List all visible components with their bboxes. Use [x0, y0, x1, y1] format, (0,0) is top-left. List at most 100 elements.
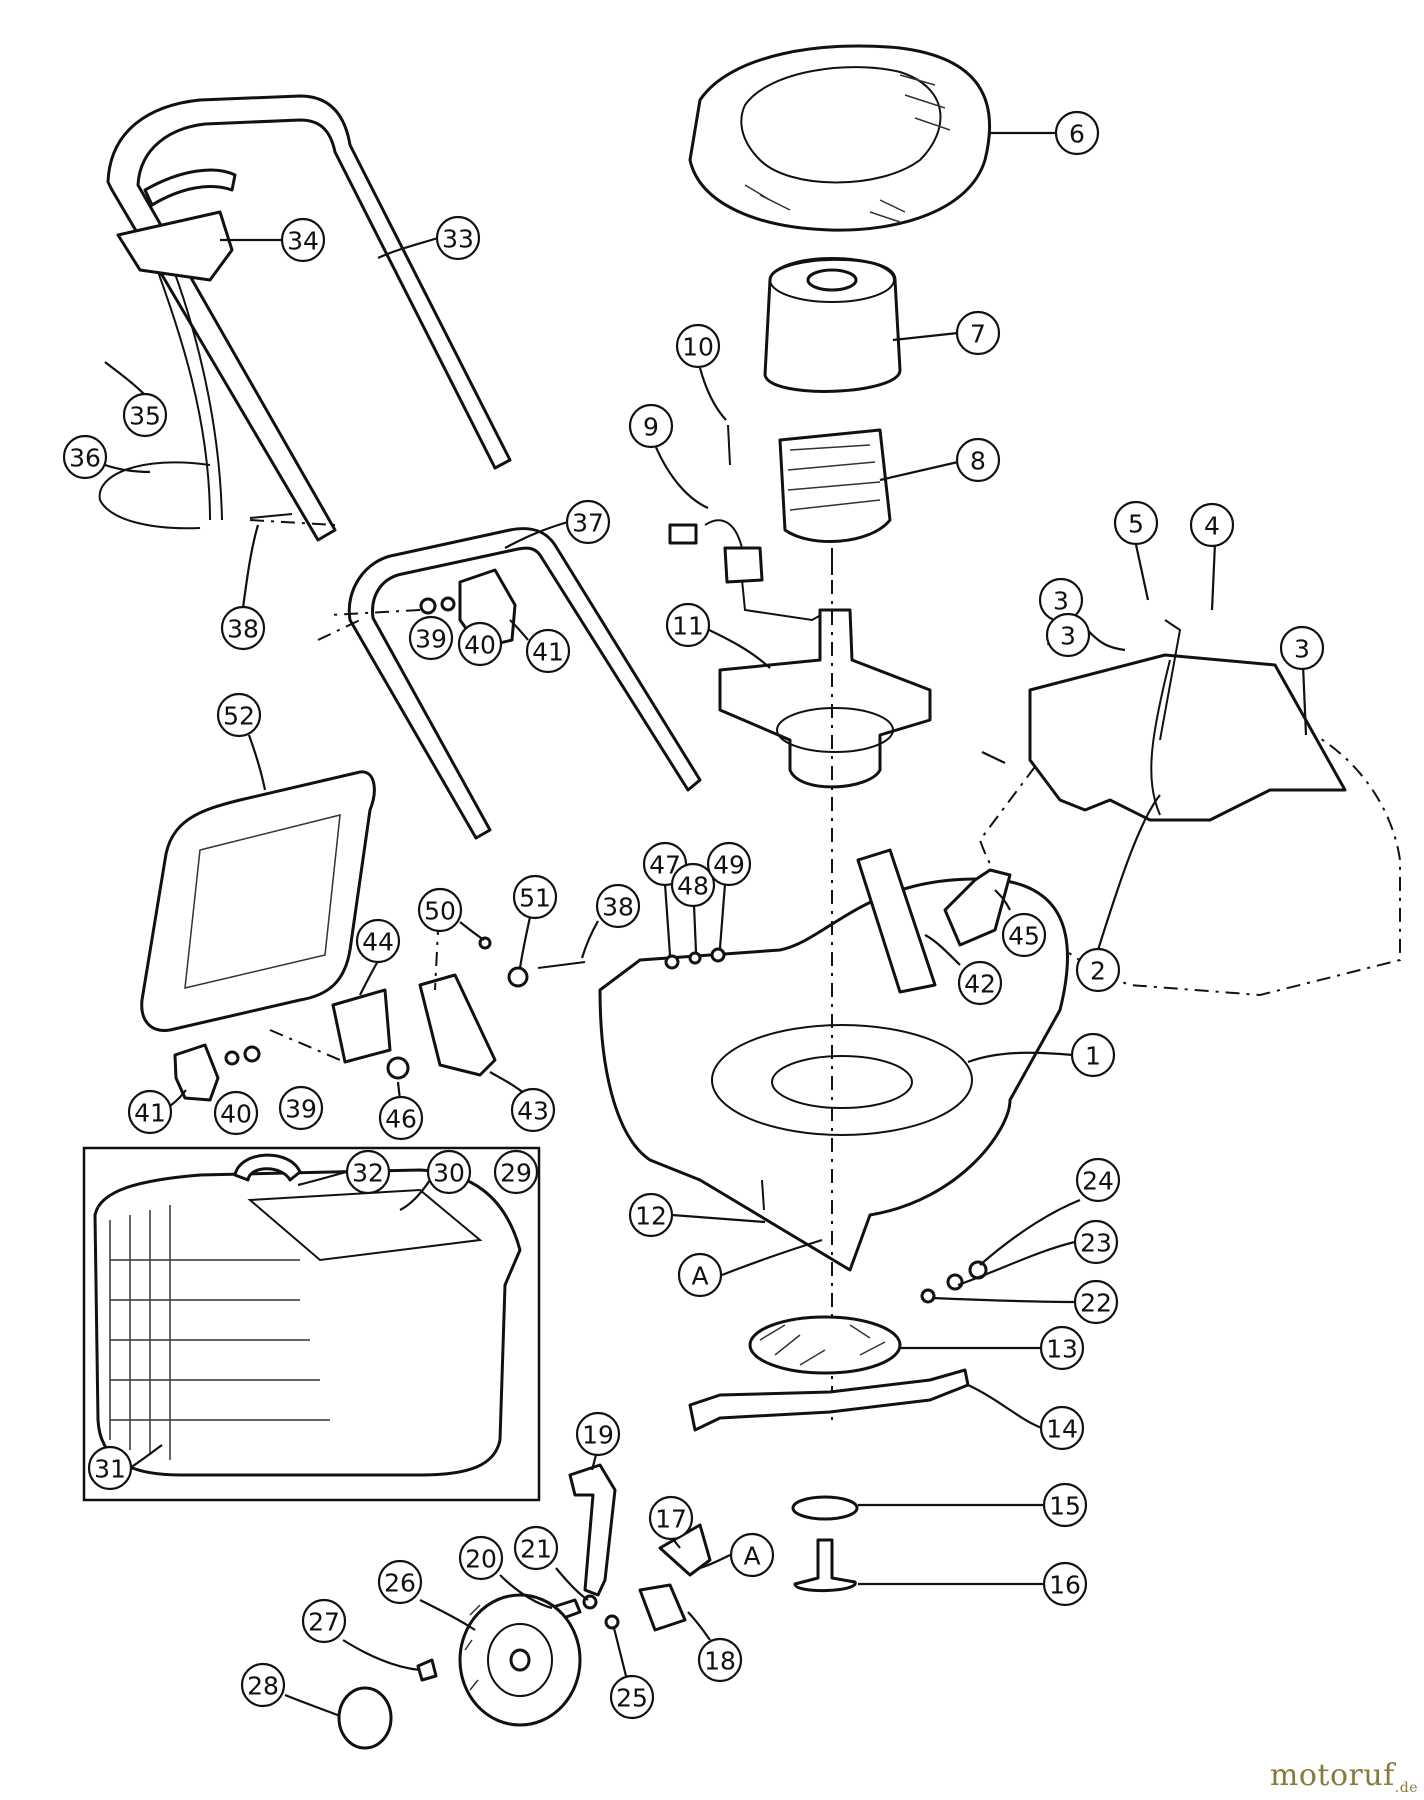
watermark-tld: .de: [1394, 1780, 1418, 1796]
grass-box-handle-part-32: [233, 1153, 302, 1182]
callout-number: 10: [682, 333, 714, 362]
callout-number: 26: [384, 1569, 416, 1598]
callout-circle: [1073, 1279, 1119, 1325]
callout-circle: [1073, 1219, 1119, 1265]
callout-21: 21: [513, 1525, 559, 1571]
leader-22: [931, 1296, 1076, 1304]
callout-circle: [525, 628, 571, 674]
callout-19: 19: [575, 1411, 621, 1457]
callout-circle: [1075, 1157, 1121, 1203]
callout-12: 12: [628, 1192, 674, 1238]
leader-14: [967, 1384, 1043, 1430]
callout-number: 45: [1008, 922, 1040, 951]
hub-cap-part-28: [337, 1686, 393, 1750]
callout-number: 15: [1049, 1492, 1081, 1521]
leader-3c: [1301, 664, 1308, 736]
callout-circle: [1075, 947, 1121, 993]
leader-32: [297, 1170, 347, 1187]
callout-circle: [697, 1637, 743, 1683]
adapter-part-15: [791, 1495, 859, 1521]
leader-47: [663, 883, 672, 956]
leader-21: [555, 1567, 589, 1601]
callout-number: 19: [582, 1421, 614, 1450]
leader-27: [342, 1639, 421, 1672]
callout-number: 28: [247, 1672, 279, 1701]
callout-circle: [426, 1149, 472, 1195]
callout-number: 5: [1128, 510, 1144, 539]
washer-part-39-lower: [243, 1045, 261, 1063]
callout-circle: [220, 605, 266, 651]
callout-circle: [458, 1535, 504, 1581]
callout-circle: [595, 883, 641, 929]
wheel-arm-part-19: [568, 1463, 617, 1597]
callout-10: 10: [675, 323, 721, 369]
callout-37: 37: [565, 499, 611, 545]
callout-number: 4: [1204, 512, 1220, 541]
callout-number: 40: [220, 1100, 252, 1129]
leader-51: [518, 916, 532, 969]
callout-circle: [1189, 502, 1235, 548]
callout-26: 26: [377, 1559, 423, 1605]
callout-30: 30: [426, 1149, 472, 1195]
callout-50: 50: [417, 887, 463, 933]
callout-number: 18: [704, 1647, 736, 1676]
callout-circle: [648, 1495, 694, 1541]
callout-number: 39: [415, 625, 447, 654]
leader-38a: [241, 524, 260, 609]
washer-part-48: [688, 951, 702, 965]
washer-part-39-upper: [419, 597, 437, 615]
callout-circle: [565, 499, 611, 545]
callout-35: 35: [122, 392, 168, 438]
leader-50: [459, 921, 485, 941]
callout-Aa: A: [677, 1252, 723, 1298]
callout-1: 1: [1070, 1032, 1116, 1078]
callout-7: 7: [955, 310, 1001, 356]
hood-vents: [744, 74, 951, 223]
leader-41b: [169, 1089, 187, 1107]
wheel-tread: [464, 1604, 481, 1691]
bolt-part-46: [386, 1056, 410, 1080]
callout-45: 45: [1001, 912, 1047, 958]
callout-circle: [1001, 912, 1047, 958]
callout-circle: [1070, 1032, 1116, 1078]
callout-circle: [628, 403, 674, 449]
motor-shell-top: [769, 257, 895, 303]
callout-number: 31: [94, 1455, 126, 1484]
callout-49: 49: [706, 841, 752, 887]
callout-circle: [278, 1085, 324, 1131]
callout-number: 20: [465, 1545, 497, 1574]
callout-33: 33: [435, 215, 481, 261]
callout-leader-lines: [104, 131, 1308, 1718]
callout-circle: [62, 434, 108, 480]
callout-27: 27: [301, 1598, 347, 1644]
callout-number: 38: [602, 893, 634, 922]
callout-41a: 41: [525, 628, 571, 674]
callout-circle: [1042, 1482, 1088, 1528]
callout-40b: 40: [213, 1090, 259, 1136]
callout-number: 14: [1046, 1415, 1078, 1444]
motor-shell-hole: [806, 268, 858, 292]
rear-flap-inner: [184, 814, 341, 989]
leader-5: [1133, 539, 1150, 601]
screw-part-16: [793, 1538, 857, 1592]
leader-26: [419, 1599, 476, 1631]
screw-part-12: [761, 1179, 765, 1211]
grass-box-mesh: [109, 1205, 330, 1460]
callout-number: 17: [655, 1505, 687, 1534]
callout-circle: [377, 1559, 423, 1605]
leader-10: [698, 367, 727, 421]
switch-lever: [143, 168, 237, 207]
callout-circle: [1045, 612, 1091, 658]
leader-41a: [509, 619, 529, 641]
callout-42: 42: [957, 960, 1003, 1006]
callout-number: 12: [635, 1202, 667, 1231]
callout-number: 13: [1046, 1335, 1078, 1364]
motor-shell-part-7: [763, 257, 902, 393]
deck-motor-seat: [771, 1055, 913, 1109]
callout-circle: [1042, 1561, 1088, 1607]
screw-part-38-upper: [249, 513, 293, 519]
deflector-part-2: [1028, 653, 1347, 822]
callout-number: 9: [643, 413, 659, 442]
callout-circle: [675, 323, 721, 369]
callout-number: 44: [362, 928, 394, 957]
